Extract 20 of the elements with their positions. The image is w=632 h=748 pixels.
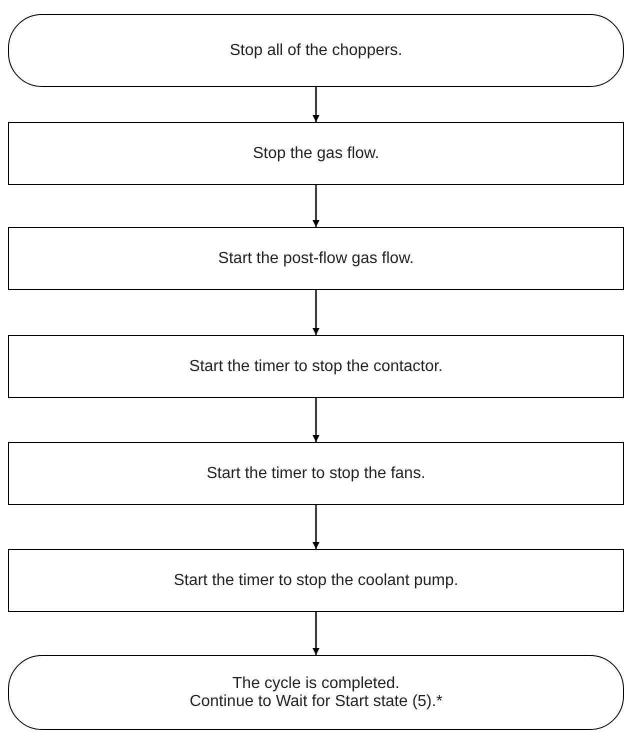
arrow (312, 185, 320, 227)
step-text: Continue to Wait for Start state (5).* (190, 692, 442, 710)
arrow (312, 290, 320, 335)
process-box (8, 549, 624, 612)
arrow (312, 612, 320, 655)
terminal-shape (8, 655, 624, 730)
process-box (8, 335, 624, 398)
step-text: Stop the gas flow. (252, 144, 380, 162)
step-text: Start the timer to stop the contactor. (189, 358, 443, 376)
step-text: Stop all of the choppers. (230, 42, 402, 60)
step-text: Start the timer to stop the coolant pump. (174, 572, 458, 590)
arrow (312, 505, 320, 549)
process-box (8, 227, 624, 290)
process-box (8, 122, 624, 185)
arrow (312, 398, 320, 442)
step-text: The cycle is completed. (232, 674, 400, 692)
arrow (312, 87, 320, 122)
step-text: Start the timer to stop the fans. (206, 464, 426, 482)
step-text: Start the post-flow gas flow. (218, 250, 414, 268)
process-box (8, 442, 624, 505)
